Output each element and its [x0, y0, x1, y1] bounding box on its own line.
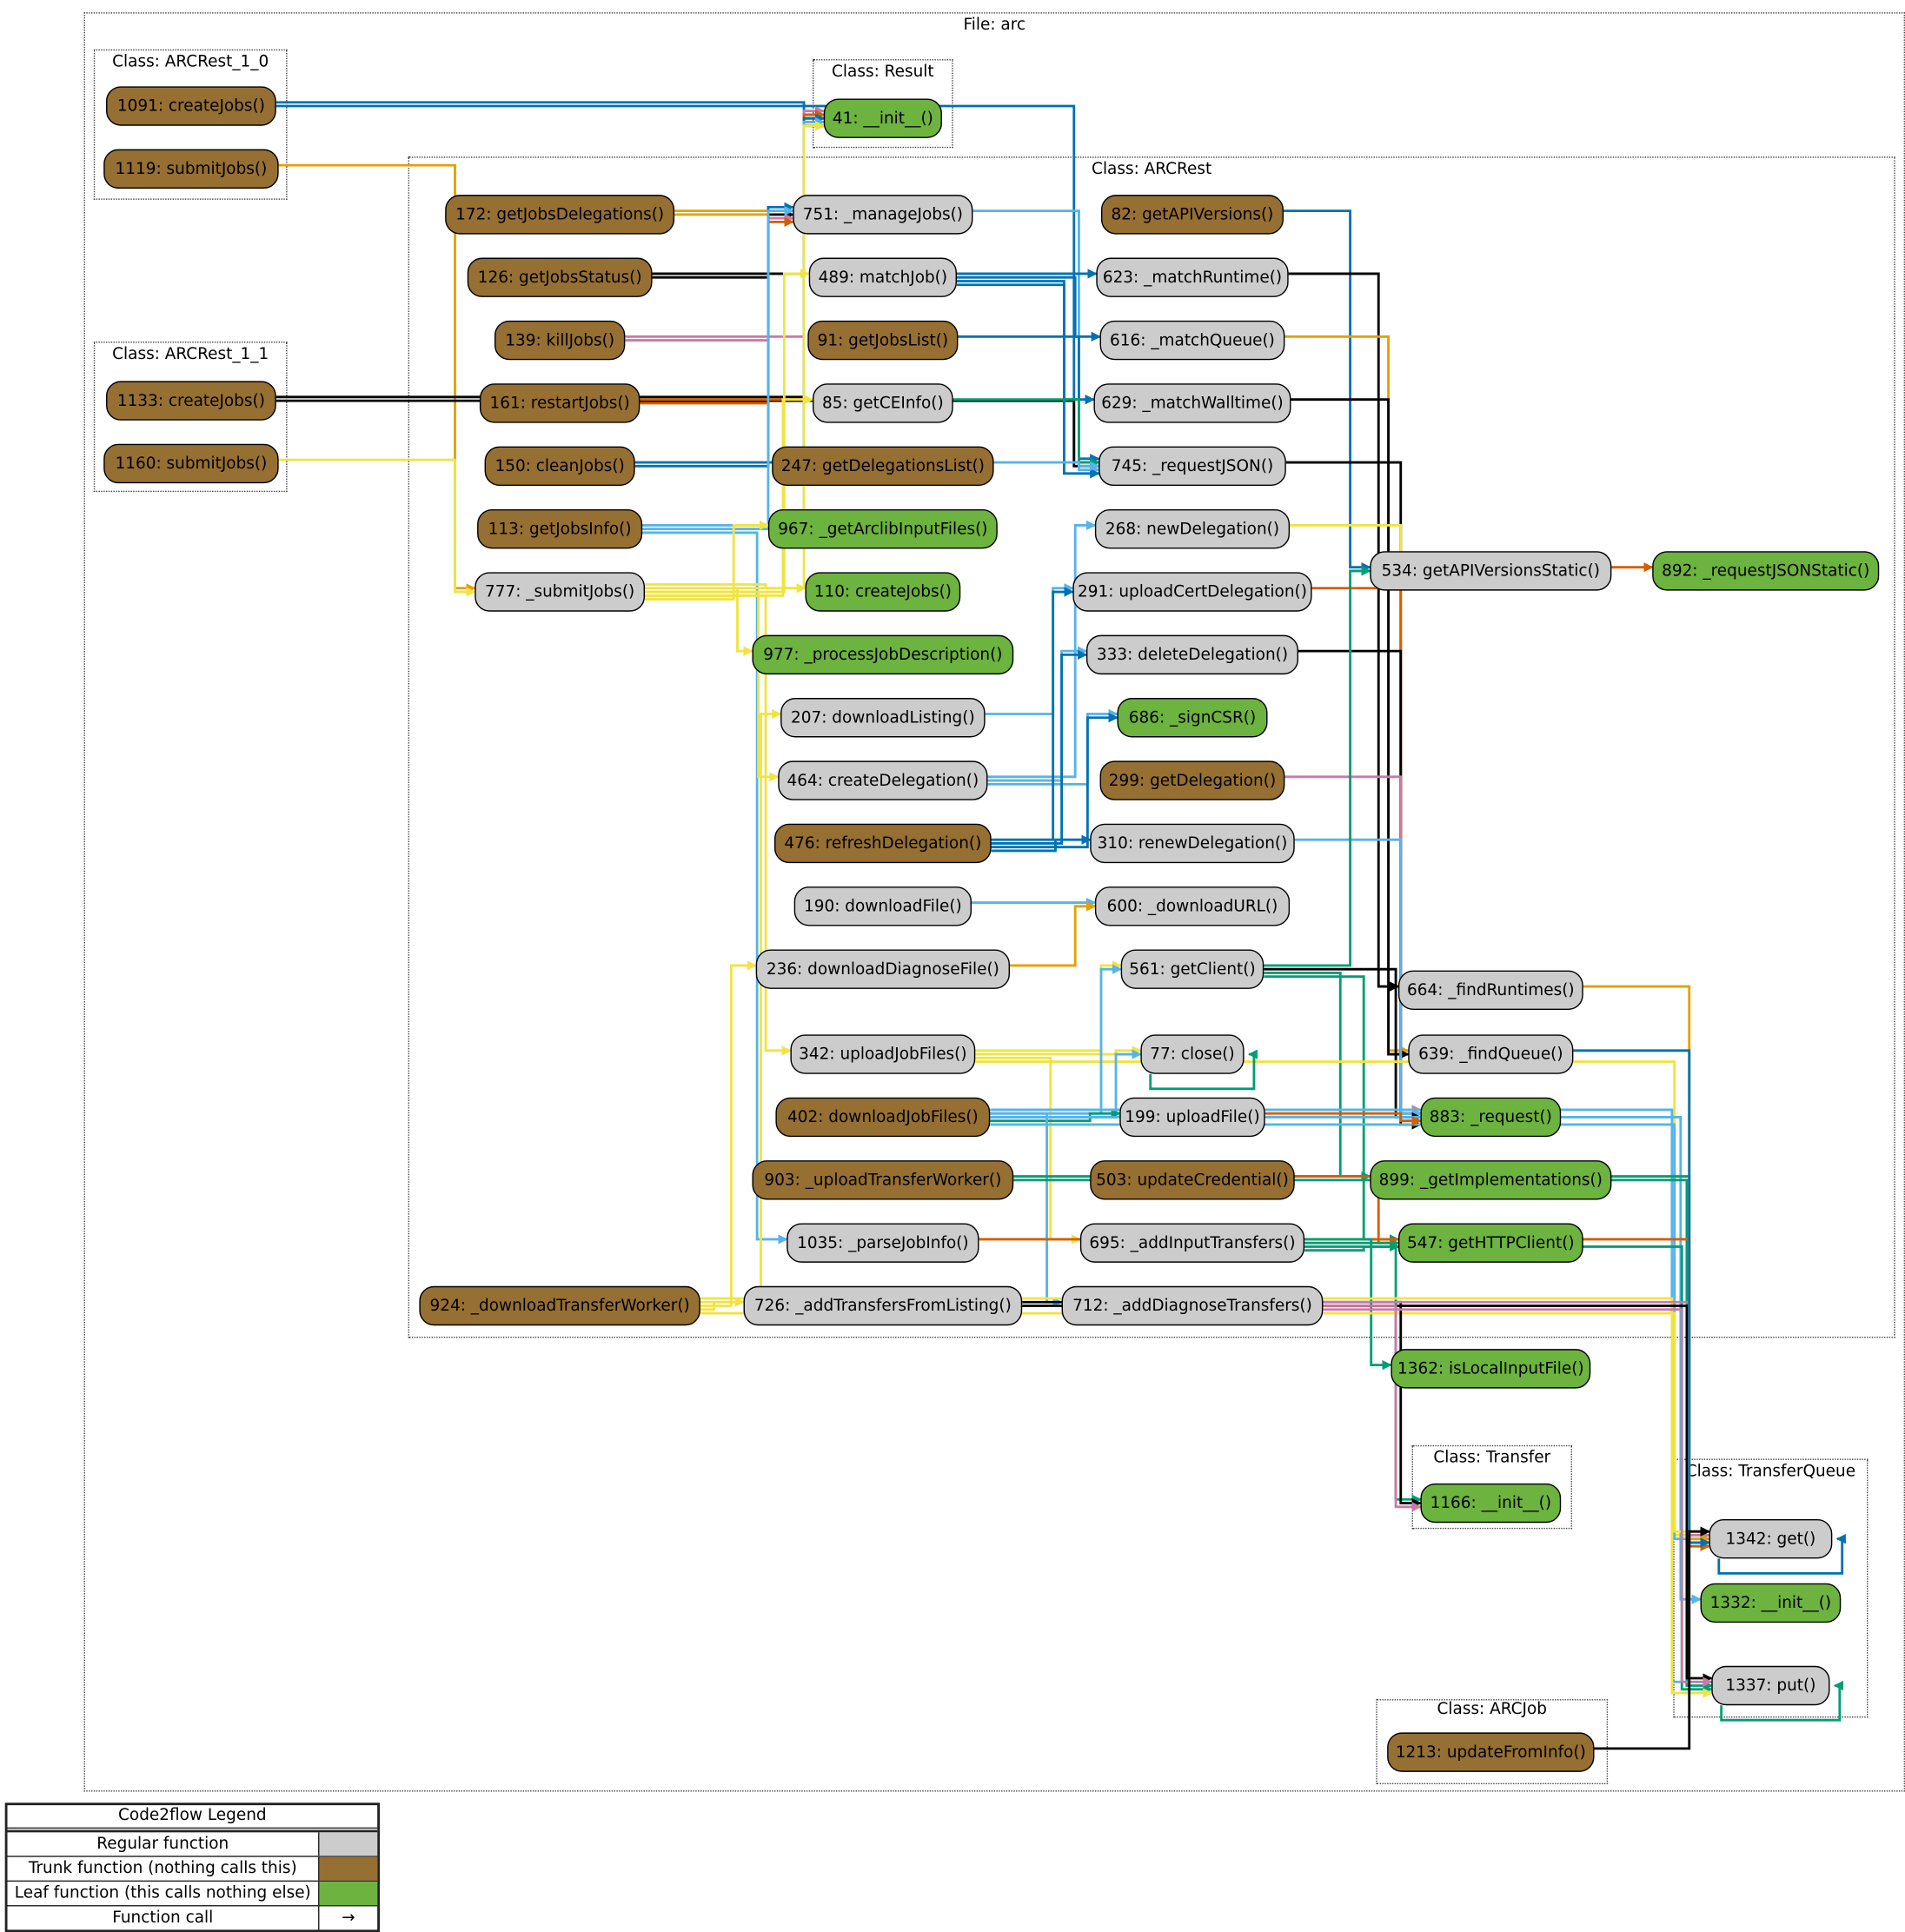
function-node-1166[interactable]: 1166: __init__(): [1420, 1483, 1562, 1524]
function-node-207[interactable]: 207: downloadListing(): [780, 698, 986, 738]
legend-title: Code2flow Legend: [7, 1805, 378, 1831]
function-node-899[interactable]: 899: _getImplementations(): [1370, 1160, 1612, 1200]
function-node-534[interactable]: 534: getAPIVersionsStatic(): [1370, 551, 1612, 591]
cluster-label: Class: Transfer: [1433, 1449, 1551, 1468]
function-node-476[interactable]: 476: refreshDelegation(): [774, 823, 992, 864]
function-node-924[interactable]: 924: _downloadTransferWorker(): [419, 1285, 700, 1326]
function-node-616[interactable]: 616: _matchQueue(): [1099, 320, 1285, 361]
function-node-172[interactable]: 172: getJobsDelegations(): [445, 195, 675, 235]
function-node-342[interactable]: 342: uploadJobFiles(): [790, 1034, 976, 1074]
function-node-291[interactable]: 291: uploadCertDelegation(): [1072, 572, 1312, 612]
cluster-file-arc: File: arc: [83, 12, 1905, 1792]
function-node-1160[interactable]: 1160: submitJobs(): [103, 443, 279, 484]
legend-label: Function call: [8, 1906, 320, 1930]
function-node-600[interactable]: 600: _downloadURL(): [1094, 886, 1291, 926]
function-node-299[interactable]: 299: getDelegation(): [1099, 760, 1285, 800]
function-node-629[interactable]: 629: _matchWalltime(): [1093, 383, 1291, 423]
legend-swatch-trunk: [319, 1856, 378, 1881]
function-node-892[interactable]: 892: _requestJSONStatic(): [1652, 551, 1880, 591]
cluster-label: Class: ARCRest: [1092, 160, 1212, 179]
function-node-489[interactable]: 489: matchJob(): [808, 257, 957, 297]
legend-row-leaf: Leaf function (this calls nothing else): [7, 1880, 378, 1906]
function-node-751[interactable]: 751: _manageJobs(): [793, 195, 973, 235]
function-node-41[interactable]: 41: __init__(): [823, 98, 942, 138]
cluster-label: File: arc: [963, 16, 1026, 35]
cluster-label: Class: ARCJob: [1437, 1700, 1547, 1719]
cluster-label: Class: TransferQueue: [1685, 1462, 1856, 1481]
function-node-333[interactable]: 333: deleteDelegation(): [1085, 634, 1298, 675]
function-node-1035[interactable]: 1035: _parseJobInfo(): [787, 1223, 979, 1263]
function-node-1332[interactable]: 1332: __init__(): [1700, 1583, 1842, 1623]
legend-row-call: Function call →: [7, 1905, 378, 1930]
function-node-91[interactable]: 91: getJobsList(): [807, 320, 959, 361]
function-node-110[interactable]: 110: createJobs(): [805, 572, 961, 612]
function-node-503[interactable]: 503: updateCredential(): [1090, 1160, 1295, 1200]
function-node-268[interactable]: 268: newDelegation(): [1094, 508, 1291, 549]
function-node-77[interactable]: 77: close(): [1140, 1034, 1245, 1074]
function-node-85[interactable]: 85: getCEInfo(): [812, 383, 953, 423]
function-node-745[interactable]: 745: _requestJSON(): [1099, 446, 1286, 487]
cluster-label: Class: ARCRest_1_1: [112, 345, 269, 364]
legend-label: Regular function: [8, 1832, 320, 1856]
legend-swatch-leaf: [319, 1882, 378, 1906]
function-node-190[interactable]: 190: downloadFile(): [793, 886, 972, 926]
function-node-150[interactable]: 150: cleanJobs(): [484, 446, 635, 487]
function-node-1337[interactable]: 1337: put(): [1711, 1665, 1830, 1706]
function-node-664[interactable]: 664: _findRuntimes(): [1397, 970, 1583, 1010]
function-node-883[interactable]: 883: _request(): [1420, 1097, 1562, 1138]
function-node-686[interactable]: 686: _signCSR(): [1117, 698, 1268, 738]
function-node-639[interactable]: 639: _findQueue(): [1408, 1034, 1574, 1074]
function-node-402[interactable]: 402: downloadJobFiles(): [775, 1097, 991, 1138]
function-node-161[interactable]: 161: restartJobs(): [479, 383, 641, 423]
function-node-903[interactable]: 903: _uploadTransferWorker(): [752, 1160, 1014, 1200]
function-node-139[interactable]: 139: killJobs(): [494, 320, 626, 361]
function-node-247[interactable]: 247: getDelegationsList(): [772, 446, 994, 487]
legend-swatch-regular: [319, 1832, 378, 1856]
legend-row-trunk: Trunk function (nothing calls this): [7, 1856, 378, 1881]
function-node-726[interactable]: 726: _addTransfersFromListing(): [743, 1285, 1023, 1326]
function-node-1091[interactable]: 1091: createJobs(): [106, 86, 276, 126]
legend-label: Leaf function (this calls nothing else): [8, 1882, 320, 1906]
function-node-777[interactable]: 777: _submitJobs(): [475, 572, 646, 612]
function-node-967[interactable]: 967: _getArclibInputFiles(): [767, 508, 998, 549]
cluster-label: Class: ARCRest_1_0: [112, 53, 269, 72]
function-node-623[interactable]: 623: _matchRuntime(): [1096, 257, 1289, 297]
function-node-113[interactable]: 113: getJobsInfo(): [477, 508, 643, 549]
function-node-464[interactable]: 464: createDelegation(): [778, 760, 988, 800]
function-node-126[interactable]: 126: getJobsStatus(): [467, 257, 653, 297]
function-node-561[interactable]: 561: getClient(): [1120, 949, 1264, 989]
function-node-1342[interactable]: 1342: get(): [1709, 1518, 1833, 1559]
cluster-label: Class: Result: [832, 63, 934, 82]
function-node-310[interactable]: 310: renewDelegation(): [1090, 823, 1295, 864]
function-node-977[interactable]: 977: _processJobDescription(): [752, 634, 1014, 675]
legend-row-regular: Regular function: [7, 1830, 378, 1856]
function-node-1213[interactable]: 1213: updateFromInfo(): [1387, 1732, 1595, 1772]
function-node-1133[interactable]: 1133: createJobs(): [106, 381, 276, 421]
legend: Code2flow Legend Regular function Trunk …: [4, 1803, 380, 1932]
function-node-695[interactable]: 695: _addInputTransfers(): [1079, 1223, 1305, 1263]
function-node-1362[interactable]: 1362: isLocalInputFile(): [1391, 1349, 1591, 1389]
function-node-1119[interactable]: 1119: submitJobs(): [103, 149, 279, 189]
function-node-236[interactable]: 236: downloadDiagnoseFile(): [755, 949, 1010, 989]
function-node-547[interactable]: 547: getHTTPClient(): [1397, 1223, 1583, 1263]
legend-label: Trunk function (nothing calls this): [8, 1856, 320, 1881]
function-node-199[interactable]: 199: uploadFile(): [1119, 1097, 1265, 1138]
arrow-icon: →: [342, 1909, 355, 1928]
function-node-82[interactable]: 82: getAPIVersions(): [1100, 195, 1284, 235]
function-node-712[interactable]: 712: _addDiagnoseTransfers(): [1061, 1285, 1324, 1326]
